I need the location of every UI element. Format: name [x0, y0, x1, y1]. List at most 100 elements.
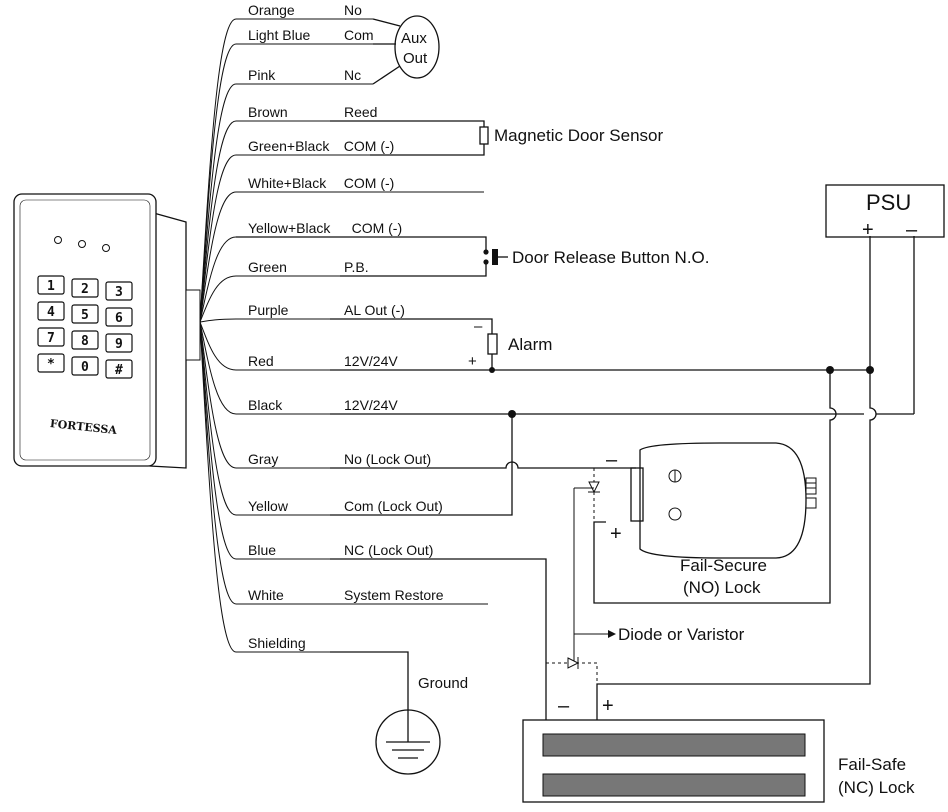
wire-line — [199, 321, 330, 469]
keypad-key-label: # — [115, 363, 123, 378]
keypad-key: 5 — [71, 304, 99, 324]
wire-color-label: White — [248, 587, 284, 603]
ground-symbol: Ground — [330, 651, 468, 775]
wire-function-label: P.B. — [344, 259, 369, 275]
wire-color-label: Blue — [248, 542, 276, 558]
keypad-key-label: * — [47, 357, 55, 372]
wire-line — [199, 120, 330, 323]
wire-function-label: 12V/24V — [344, 353, 398, 369]
wire-line — [199, 43, 373, 323]
psu-label: PSU — [866, 190, 911, 215]
wire-color-label: Yellow+Black — [248, 220, 331, 236]
wire-color-label: Yellow — [248, 498, 289, 514]
power-wiring — [330, 236, 915, 720]
psu-plus: + — [862, 219, 874, 241]
ground-label: Ground — [418, 675, 468, 692]
wire-color-label: Shielding — [248, 635, 306, 651]
wire-line — [199, 321, 330, 560]
keypad-key-label: 8 — [81, 334, 89, 349]
wire-harness — [199, 18, 488, 653]
wire-color-label: Black — [248, 397, 283, 413]
wire-color-label: Pink — [248, 67, 276, 83]
wire-line — [199, 275, 340, 323]
aux-out-label: Aux — [401, 30, 427, 47]
wire-line — [199, 321, 330, 516]
wire-color-label: Green+Black — [248, 138, 330, 154]
wire-function-label: Nc — [344, 67, 361, 83]
aux-out-connector: Aux Out — [372, 15, 440, 85]
fail-safe-label-1: Fail-Safe — [838, 755, 906, 774]
wire-function-label: COM (-) — [344, 175, 395, 191]
wire-line — [199, 191, 484, 323]
keypad-key-label: 6 — [115, 311, 123, 326]
wire-line — [199, 321, 330, 371]
psu-minus: – — [906, 219, 918, 241]
alarm-plus: + — [468, 353, 477, 370]
keypad-key: 3 — [105, 281, 133, 301]
keypad-key: # — [105, 359, 133, 379]
wire-color-label: Light Blue — [248, 27, 310, 43]
aux-out-label-2: Out — [403, 50, 428, 67]
keypad-key-label: 7 — [47, 331, 55, 346]
fail-secure-plus: + — [610, 523, 622, 545]
keypad-key: 8 — [71, 330, 99, 350]
keypad-key: 6 — [105, 307, 133, 327]
wire-color-label: Gray — [248, 451, 278, 467]
wire-color-label: Brown — [248, 104, 288, 120]
fail-safe-label-2: (NC) Lock — [838, 778, 915, 797]
keypad-key: * — [37, 353, 65, 373]
fail-secure-lock: – + Fail-Secure (NO) Lock — [606, 442, 817, 597]
keypad-key: 7 — [37, 327, 65, 347]
fail-safe-minus: – — [558, 695, 570, 717]
fail-safe-lock: – + Fail-Safe (NC) Lock — [522, 695, 915, 803]
keypad-key-label: 5 — [81, 308, 89, 323]
fail-safe-plus: + — [602, 695, 614, 717]
keypad-key: 1 — [37, 275, 65, 295]
wire-function-label: Reed — [344, 104, 377, 120]
fail-secure-label-1: Fail-Secure — [680, 556, 767, 575]
keypad-key: 4 — [37, 301, 65, 321]
wire-color-label: Red — [248, 353, 274, 369]
keypad-key-label: 3 — [115, 285, 123, 300]
keypad-key: 2 — [71, 278, 99, 298]
wire-color-label: White+Black — [248, 175, 327, 191]
wire-line — [199, 321, 330, 653]
fail-secure-label-2: (NO) Lock — [683, 578, 761, 597]
wire-function-label: No — [344, 2, 362, 18]
keypad-key-label: 1 — [47, 279, 55, 294]
door-button-label: Door Release Button N.O. — [512, 248, 709, 267]
keypad-key: 9 — [105, 333, 133, 353]
wire-line — [199, 236, 444, 323]
wire-function-label: System Restore — [344, 587, 444, 603]
wire-function-label: COM (-) — [352, 220, 403, 236]
alarm: – + Alarm — [330, 318, 552, 373]
wire-function-label: No (Lock Out) — [344, 451, 431, 467]
diode-label: Diode or Varistor — [618, 625, 745, 644]
diode-varistor: Diode or Varistor — [546, 468, 745, 684]
keypad-key-label: 4 — [47, 305, 55, 320]
keypad-key-label: 9 — [115, 337, 123, 352]
psu: PSU + – — [825, 184, 945, 241]
keypad-key-label: 2 — [81, 282, 89, 297]
lock-output-wiring — [330, 414, 636, 720]
wire-function-label: Com — [344, 27, 374, 43]
wire-function-label: 12V/24V — [344, 397, 398, 413]
wire-function-label: AL Out (-) — [344, 302, 405, 318]
keypad-key: 0 — [71, 356, 99, 376]
wire-color-label: Green — [248, 259, 287, 275]
wire-line — [199, 83, 373, 323]
magnetic-door-sensor: Magnetic Door Sensor — [330, 120, 663, 156]
wire-function-label: Com (Lock Out) — [344, 498, 443, 514]
wire-line — [199, 321, 330, 415]
door-release-button: Door Release Button N.O. — [236, 236, 709, 277]
wire-function-label: COM (-) — [344, 138, 395, 154]
wire-color-label: Purple — [248, 302, 289, 318]
wire-line — [199, 318, 330, 323]
wire-line — [199, 321, 488, 605]
wire-function-label: NC (Lock Out) — [344, 542, 433, 558]
wire-color-label: Orange — [248, 2, 295, 18]
fail-secure-minus: – — [606, 449, 618, 471]
door-sensor-label: Magnetic Door Sensor — [494, 126, 663, 145]
